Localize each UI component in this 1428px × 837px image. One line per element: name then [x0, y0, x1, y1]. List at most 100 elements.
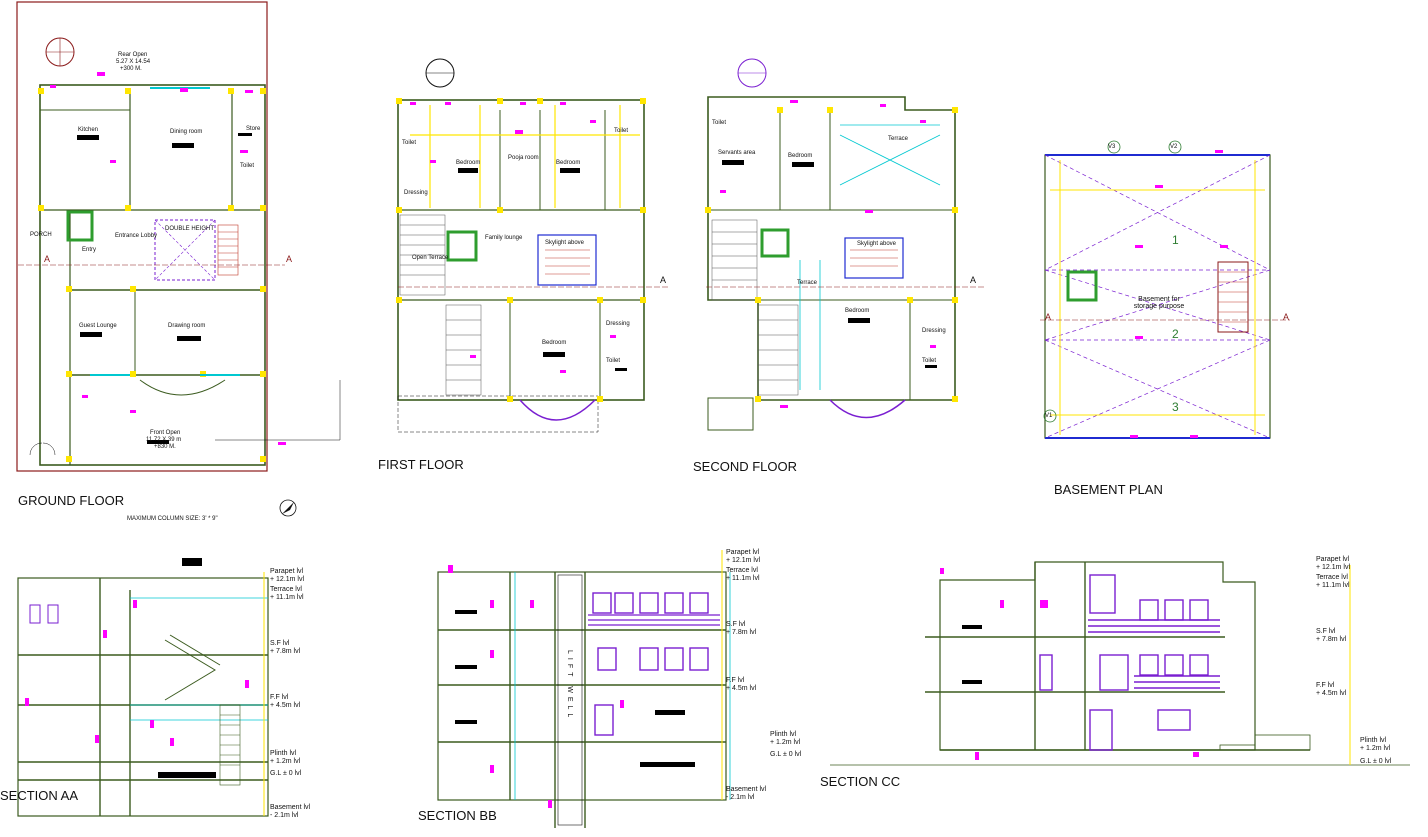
double-height-label: DOUBLE HEIGHT	[165, 226, 215, 232]
cc-terrace-value: + 11.1m lvl	[1316, 582, 1350, 589]
aa-sf-value: + 7.8m lvl	[270, 648, 301, 655]
aa-ground-level: G.L ± 0 lvl	[270, 770, 302, 777]
rear-open-label: Rear Open	[118, 52, 148, 58]
front-open-dim: 11.72 X 39 m	[146, 437, 182, 443]
bb-terrace-value: + 11.1m lvl	[726, 575, 760, 582]
cc-plinth-label: Plinth lvl	[1360, 737, 1387, 744]
pooja-room-label: Pooja room	[508, 155, 539, 161]
first-floor-title: FIRST FLOOR	[378, 457, 464, 472]
cc-sf-value: + 7.8m lvl	[1316, 636, 1347, 643]
entry-label: Entry	[82, 247, 97, 253]
sf-terrace-2-label: Terrace	[797, 280, 818, 286]
basement-grid-2: 2	[1172, 327, 1179, 341]
bb-parapet-value: + 12.1m lvl	[726, 557, 761, 564]
sf-toilet-1-label: Toilet	[712, 120, 727, 126]
ground-toilet-label: Toilet	[240, 163, 255, 169]
basement-v2-label: V2	[1170, 144, 1178, 150]
section-cc	[830, 561, 1410, 766]
rear-open-level: +300 M.	[120, 66, 142, 72]
basement-plan-title: BASEMENT PLAN	[1054, 482, 1163, 497]
ff-toilet-2-label: Toilet	[614, 128, 629, 134]
front-open-level: +830 M.	[154, 444, 176, 450]
section-cc-title: SECTION CC	[820, 774, 901, 789]
second-floor-title: SECOND FLOOR	[693, 459, 798, 474]
aa-terrace-label: Terrace lvl	[270, 586, 302, 593]
lift-well-label: LIFT WELL	[566, 650, 573, 722]
ff-bedroom-2-label: Bedroom	[556, 160, 581, 166]
aa-parapet-value: + 12.1m lvl	[270, 576, 305, 583]
section-a-marker-left: A	[44, 254, 51, 264]
front-open-label: Front Open	[150, 430, 181, 436]
dining-room-label: Dining room	[170, 129, 203, 135]
bb-terrace-label: Terrace lvl	[726, 567, 758, 574]
section-aa	[17, 558, 269, 817]
ff-dressing-1-label: Dressing	[404, 190, 428, 196]
cc-ff-label: F.F lvl	[1316, 682, 1335, 689]
cc-sf-label: S.F lvl	[1316, 628, 1336, 635]
cc-terrace-label: Terrace lvl	[1316, 574, 1348, 581]
section-a-marker-right: A	[286, 254, 293, 264]
cc-parapet-value: + 12.1m lvl	[1316, 564, 1351, 571]
basement-v3-label: V3	[1108, 144, 1116, 150]
sf-skylight-label: Skylight above	[857, 241, 897, 247]
ff-toilet-3-label: Toilet	[606, 358, 621, 364]
ff-bedroom-3-label: Bedroom	[542, 340, 567, 346]
store-label: Store	[246, 126, 261, 132]
ff-skylight-label: Skylight above	[545, 240, 585, 246]
bb-plinth-label: Plinth lvl	[770, 731, 797, 738]
sf-section-a-marker: A	[970, 275, 977, 285]
basement-plan	[1040, 140, 1290, 439]
sf-toilet-2-label: Toilet	[922, 358, 937, 364]
cc-parapet-label: Parapet lvl	[1316, 556, 1350, 563]
aa-basement-value: - 2.1m lvl	[270, 812, 299, 819]
sf-bedroom-2-label: Bedroom	[845, 308, 870, 314]
drawing-room-label: Drawing room	[168, 323, 206, 329]
bb-ff-value: + 4.5m lvl	[726, 685, 757, 692]
basement-section-a-left: A	[1045, 312, 1052, 322]
bb-ground-level: G.L ± 0 lvl	[770, 751, 802, 758]
aa-parapet-label: Parapet lvl	[270, 568, 304, 575]
ff-section-a-marker: A	[660, 275, 667, 285]
entrance-lobby-label: Entrance Lobby	[115, 233, 158, 239]
sf-bedroom-1-label: Bedroom	[788, 153, 813, 159]
cc-ground-level: G.L ± 0 lvl	[1360, 758, 1392, 765]
aa-sf-label: S.F lvl	[270, 640, 290, 647]
ff-toilet-1-label: Toilet	[402, 140, 417, 146]
aa-ff-value: + 4.5m lvl	[270, 702, 301, 709]
bb-parapet-label: Parapet lvl	[726, 549, 760, 556]
ff-bedroom-1-label: Bedroom	[456, 160, 481, 166]
rear-open-dim: 5.27 X 14.54	[116, 59, 151, 65]
aa-ff-label: F.F lvl	[270, 694, 289, 701]
section-bb-title: SECTION BB	[418, 808, 497, 823]
sf-dressing-label: Dressing	[922, 328, 946, 334]
ff-dressing-2-label: Dressing	[606, 321, 630, 327]
cc-plinth-value: + 1.2m lvl	[1360, 745, 1391, 752]
open-terrace-label: Open Terrace	[412, 255, 449, 261]
aa-basement-label: Basement lvl	[270, 804, 311, 811]
first-floor-plan	[396, 58, 670, 433]
basement-storage-label: Basement for storage purpose	[1133, 296, 1185, 310]
section-bb	[437, 550, 731, 828]
aa-terrace-value: + 11.1m lvl	[270, 594, 304, 601]
servants-area-label: Servants area	[718, 150, 756, 156]
second-floor-plan	[705, 58, 985, 431]
basement-grid-3: 3	[1172, 400, 1179, 414]
sf-terrace-label: Terrace	[888, 136, 909, 142]
ground-floor-title: GROUND FLOOR	[18, 493, 125, 508]
ground-floor-plan	[16, 1, 341, 517]
max-column-note: MAXIMUM COLUMN SIZE: 3' * 9"	[127, 516, 218, 522]
basement-grid-1: 1	[1172, 233, 1179, 247]
section-aa-title: SECTION AA	[0, 788, 79, 803]
aa-plinth-label: Plinth lvl	[270, 750, 297, 757]
basement-v1-label: V1	[1045, 413, 1053, 419]
aa-plinth-value: + 1.2m lvl	[270, 758, 301, 765]
guest-lounge-label: Guest Lounge	[79, 323, 117, 329]
basement-section-a-right: A	[1283, 312, 1290, 322]
bb-ff-label: F.F lvl	[726, 677, 745, 684]
cc-ff-value: + 4.5m lvl	[1316, 690, 1347, 697]
porch-label: PORCH	[30, 232, 52, 238]
kitchen-label: Kitchen	[78, 127, 99, 133]
bb-sf-value: + 7.8m lvl	[726, 629, 757, 636]
